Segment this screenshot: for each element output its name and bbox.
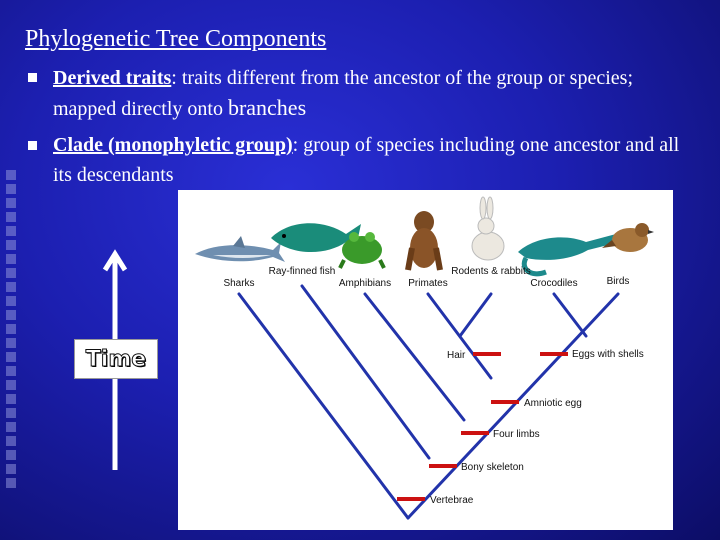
trait-hair: Hair	[447, 350, 466, 361]
bullet-clade: Clade (monophyletic group): group of spe…	[53, 130, 693, 190]
branch-crocodiles	[552, 292, 588, 338]
trait-amniotic-egg: Amniotic egg	[524, 398, 582, 409]
crocodile-icon	[518, 234, 616, 277]
phylogenetic-tree: Sharks Ray-finned fish Amphibians Primat…	[195, 196, 654, 520]
phylogenetic-tree-panel: Sharks Ray-finned fish Amphibians Primat…	[178, 190, 673, 530]
branch-amphibians	[363, 292, 466, 422]
branch-sharks	[237, 292, 410, 520]
taxon-ray-finned-fish: Ray-finned fish	[269, 266, 336, 277]
taxon-primates: Primates	[408, 278, 447, 289]
slide-title: Phylogenetic Tree Components	[25, 26, 327, 52]
time-label: Time	[74, 339, 158, 379]
monkey-icon	[405, 211, 443, 271]
trait-eggs-with-shells: Eggs with shells	[572, 349, 644, 360]
taxon-sharks: Sharks	[223, 278, 254, 289]
branches-word: branches	[227, 95, 307, 120]
taxon-amphibians: Amphibians	[339, 278, 391, 289]
trait-bony-skeleton: Bony skeleton	[461, 462, 524, 473]
bullet-derived-traits: Derived traits: traits different from th…	[53, 63, 693, 124]
shark-icon	[195, 236, 285, 262]
frog-icon	[338, 232, 386, 269]
term-derived-traits: Derived traits	[53, 67, 172, 89]
term-clade: Clade (monophyletic group)	[53, 134, 293, 156]
bullet-marker	[28, 73, 37, 82]
fish-icon	[271, 223, 362, 253]
bullet-marker	[28, 141, 37, 150]
taxon-birds: Birds	[607, 276, 630, 287]
bird-icon	[602, 223, 654, 252]
branch-ray-finned-fish	[300, 284, 431, 460]
branch-backbone	[406, 292, 620, 520]
derived-traits-definition: : traits different from the ancestor of …	[53, 67, 633, 120]
trait-vertebrae: Vertebrae	[430, 495, 474, 506]
branch-mammals	[458, 292, 493, 338]
clade-definition: : group of species including one ancesto…	[53, 134, 680, 186]
taxon-crocodiles: Crocodiles	[530, 278, 577, 289]
trait-four-limbs: Four limbs	[493, 429, 540, 440]
rabbit-icon	[471, 196, 505, 261]
decorative-squares	[0, 0, 22, 540]
taxon-rodents-rabbits: Rodents & rabbits	[451, 266, 531, 277]
